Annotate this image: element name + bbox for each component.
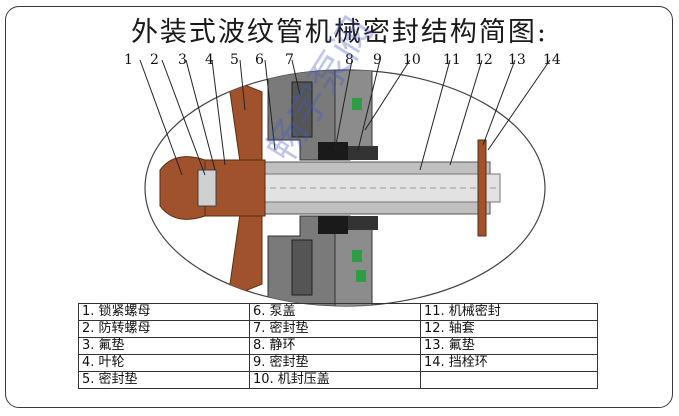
gasket-7-bottom (291, 239, 313, 296)
static-ring-top (318, 142, 348, 160)
legend-row: 3. 氟垫 8. 静环 13. 氟垫 (78, 337, 598, 355)
lock-nut (159, 156, 206, 220)
legend-row: 4. 叶轮 9. 密封垫 14. 挡栓环 (78, 354, 598, 372)
legend-cell: 6. 泵盖 (249, 303, 421, 321)
callout-11: 11 (443, 52, 461, 68)
callout-1: 1 (124, 52, 133, 68)
legend-row: 5. 密封垫 10. 机封压盖 (78, 371, 598, 389)
legend-cell (420, 371, 598, 389)
leader-lines (139, 59, 551, 176)
callout-5: 5 (230, 52, 239, 68)
legend-cell: 5. 密封垫 (78, 371, 250, 389)
callout-13: 13 (508, 52, 526, 68)
legend-cell: 8. 静环 (249, 337, 421, 355)
callout-6: 6 (255, 52, 264, 68)
legend-cell: 1. 锁紧螺母 (78, 303, 250, 321)
legend-cell: 3. 氟垫 (78, 337, 250, 355)
legend-cell: 13. 氟垫 (420, 337, 598, 355)
legend-cell: 14. 挡栓环 (420, 354, 598, 372)
legend-cell: 4. 叶轮 (78, 354, 250, 372)
legend-cell: 11. 机械密封 (420, 303, 598, 321)
callout-2: 2 (150, 52, 159, 68)
anti-rotation-nut (197, 169, 217, 207)
legend-row: 2. 防转螺母 7. 密封垫 12. 轴套 (78, 320, 598, 338)
callout-8: 8 (345, 52, 354, 68)
legend-cell: 12. 轴套 (420, 320, 598, 338)
legend-cell: 10. 机封压盖 (249, 371, 421, 389)
callout-4: 4 (205, 52, 214, 68)
diagram-title: 外装式波纹管机械密封结构简图: (130, 17, 549, 48)
callout-12: 12 (475, 52, 493, 68)
legend-cell: 7. 密封垫 (249, 320, 421, 338)
callout-9: 9 (373, 52, 382, 68)
bellows-top (348, 146, 378, 160)
callout-3: 3 (178, 52, 187, 68)
seal-pad-bottom (352, 250, 362, 262)
seal-pad-bottom-2 (356, 270, 366, 282)
gasket-7-top (291, 81, 313, 138)
callout-7: 7 (285, 52, 294, 68)
static-ring-bottom (318, 216, 348, 234)
bellows-bottom (348, 216, 378, 230)
legend-cell: 2. 防转螺母 (78, 320, 250, 338)
legend-cell: 9. 密封垫 (249, 354, 421, 372)
legend-row: 1. 锁紧螺母 6. 泵盖 11. 机械密封 (78, 303, 598, 321)
parts-legend-table: 1. 锁紧螺母 6. 泵盖 11. 机械密封 2. 防转螺母 7. 密封垫 12… (78, 303, 598, 389)
seal-pad-top (352, 98, 362, 110)
retaining-ring (477, 139, 487, 237)
